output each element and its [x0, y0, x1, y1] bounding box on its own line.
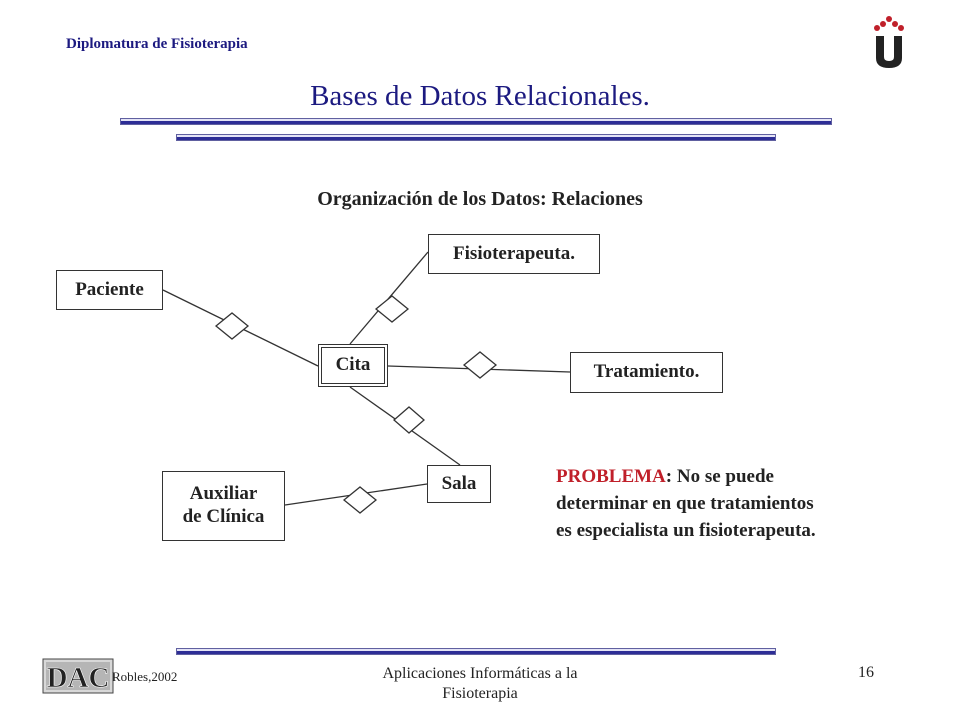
- footer-course-line2: Fisioterapia: [442, 685, 518, 702]
- footer-divider: [176, 648, 776, 655]
- auxiliar-label-line1: Auxiliar: [189, 483, 258, 505]
- problem-line1: : No se puede: [665, 466, 774, 487]
- relationship-diamond-paciente: [214, 312, 250, 340]
- problem-line2: determinar en que tratamientos: [556, 493, 814, 514]
- footer-course: Aplicaciones Informáticas a la Fisiotera…: [340, 664, 620, 704]
- entity-sala: Sala: [427, 465, 491, 503]
- title-divider-bottom: [176, 134, 776, 141]
- problem-keyword: PROBLEMA: [556, 466, 666, 487]
- title-divider-top: [120, 118, 832, 125]
- page-number: 16: [858, 664, 874, 681]
- entity-paciente: Paciente: [56, 270, 163, 310]
- problem-note: PROBLEMA: No se puede determinar en que …: [556, 463, 916, 544]
- footer-author: Robles,2002: [112, 669, 178, 684]
- relationship-diamond-tratamiento: [462, 351, 498, 379]
- problem-line3: es especialista un fisioterapeuta.: [556, 520, 816, 541]
- entity-fisioterapeuta: Fisioterapeuta.: [428, 234, 600, 274]
- entity-cita: Cita: [318, 344, 388, 387]
- footer-course-line1: Aplicaciones Informáticas a la: [382, 665, 578, 682]
- dac-logo-text: DAC: [47, 662, 110, 694]
- entity-auxiliar-de-clinica: Auxiliar de Clínica: [162, 471, 285, 541]
- relationship-diamond-sala: [393, 406, 425, 434]
- auxiliar-label-line2: de Clínica: [182, 506, 265, 527]
- course-header: Diplomatura de Fisioterapia: [66, 36, 248, 52]
- relationship-diamond-fisioterapeuta: [374, 295, 410, 323]
- diagram-subtitle: Organización de los Datos: Relaciones: [317, 188, 643, 210]
- entity-tratamiento: Tratamiento.: [570, 352, 723, 393]
- page-title: Bases de Datos Relacionales.: [310, 80, 650, 112]
- relationship-diamond-auxiliar: [342, 486, 378, 514]
- dac-logo: DAC: [42, 658, 114, 694]
- university-logo: [874, 16, 904, 68]
